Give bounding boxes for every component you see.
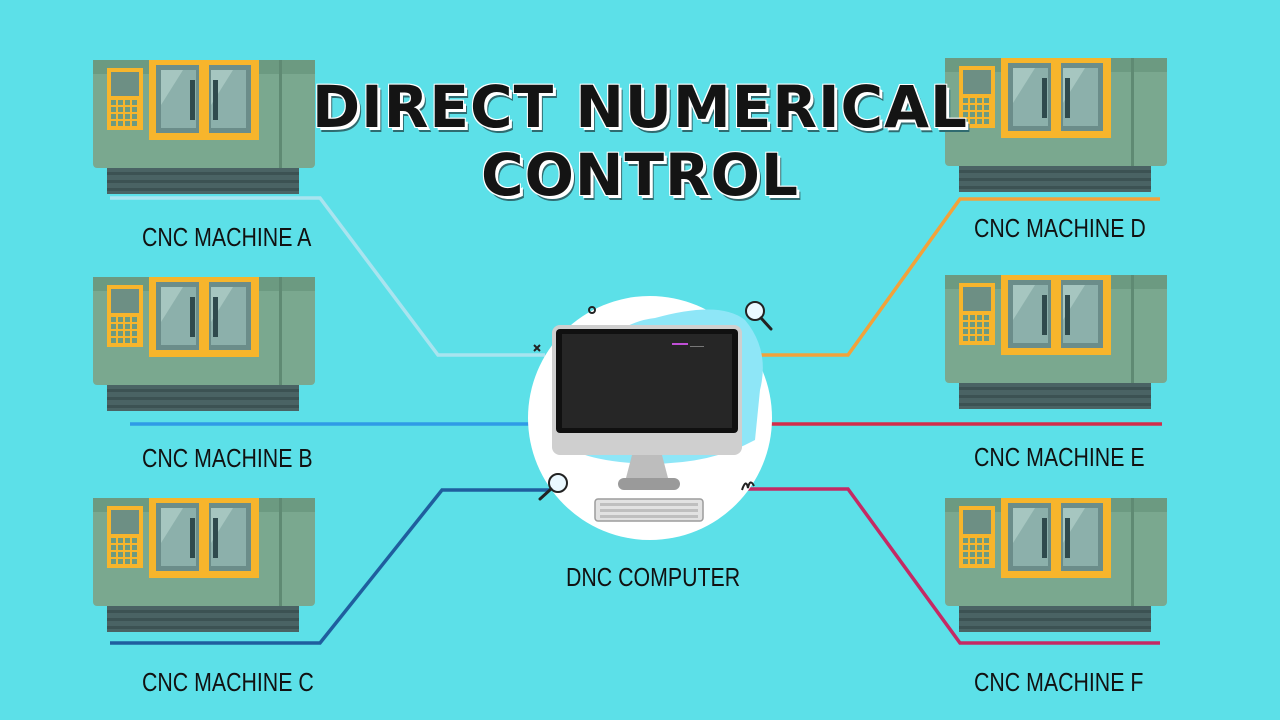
dnc-computer-illustration [528, 296, 773, 540]
diagram-title-line-2: CONTROL [481, 141, 799, 209]
diagram-title-line-1: DIRECT NUMERICAL [312, 73, 968, 141]
cnc-machine-f-illustration [945, 498, 1167, 632]
cnc-machine-c-label: CNC MACHINE C [142, 667, 314, 697]
connection-line-c [110, 488, 550, 645]
cnc-machine-b-label: CNC MACHINE B [142, 443, 313, 473]
connection-line-a [110, 196, 545, 357]
connection-line-d [745, 197, 1160, 357]
cnc-machine-f-label: CNC MACHINE F [974, 667, 1144, 697]
dnc-computer-label: DNC COMPUTER [566, 562, 741, 592]
cnc-machine-a-illustration [93, 60, 315, 194]
cnc-machine-b-illustration [93, 277, 315, 411]
cnc-machine-c-illustration [93, 498, 315, 632]
cnc-machine-e-label: CNC MACHINE E [974, 442, 1145, 472]
cnc-machine-a-label: CNC MACHINE A [142, 222, 312, 252]
cnc-machine-e-illustration [945, 275, 1167, 409]
cnc-machine-d-label: CNC MACHINE D [974, 213, 1146, 243]
connection-line-f [745, 487, 1160, 645]
